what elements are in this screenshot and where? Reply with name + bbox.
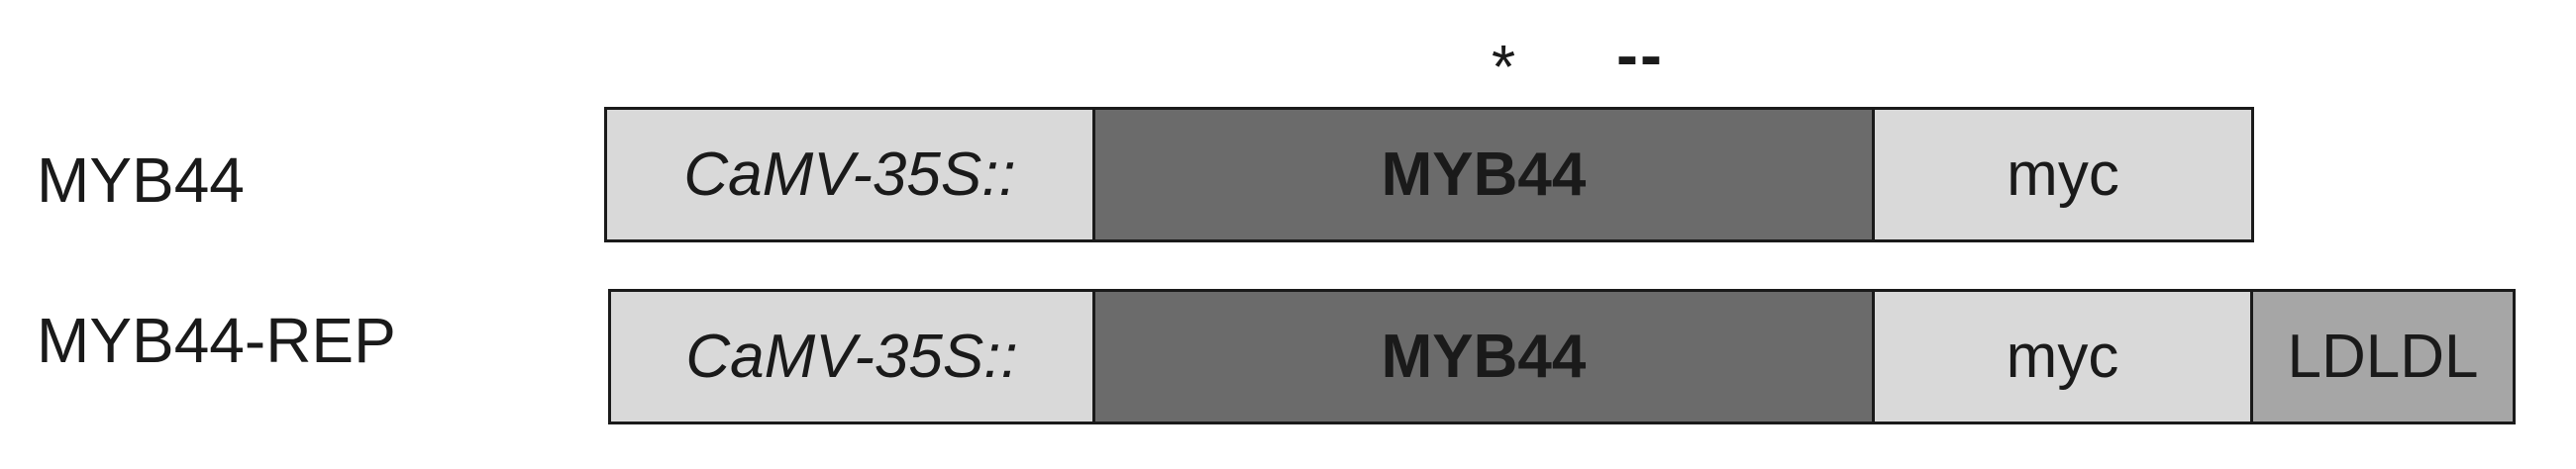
myc-tag-segment: myc [1872, 107, 2254, 242]
dash-annotation: -- [1616, 18, 1664, 91]
construct-myb44: CaMV-35S:: MYB44 myc [604, 107, 2254, 242]
gene-segment: MYB44 [1092, 107, 1875, 242]
asterisk-annotation: * [1492, 34, 1516, 102]
repressor-domain-segment: LDLDL [2250, 289, 2516, 424]
construct-myb44-rep: CaMV-35S:: MYB44 myc LDLDL [608, 289, 2516, 424]
construct-label-myb44-rep: MYB44-REP [37, 305, 396, 376]
myc-tag-segment: myc [1872, 289, 2253, 424]
promoter-segment: CaMV-35S:: [604, 107, 1095, 242]
promoter-segment: CaMV-35S:: [608, 289, 1095, 424]
gene-segment: MYB44 [1092, 289, 1875, 424]
construct-label-myb44: MYB44 [37, 144, 245, 216]
